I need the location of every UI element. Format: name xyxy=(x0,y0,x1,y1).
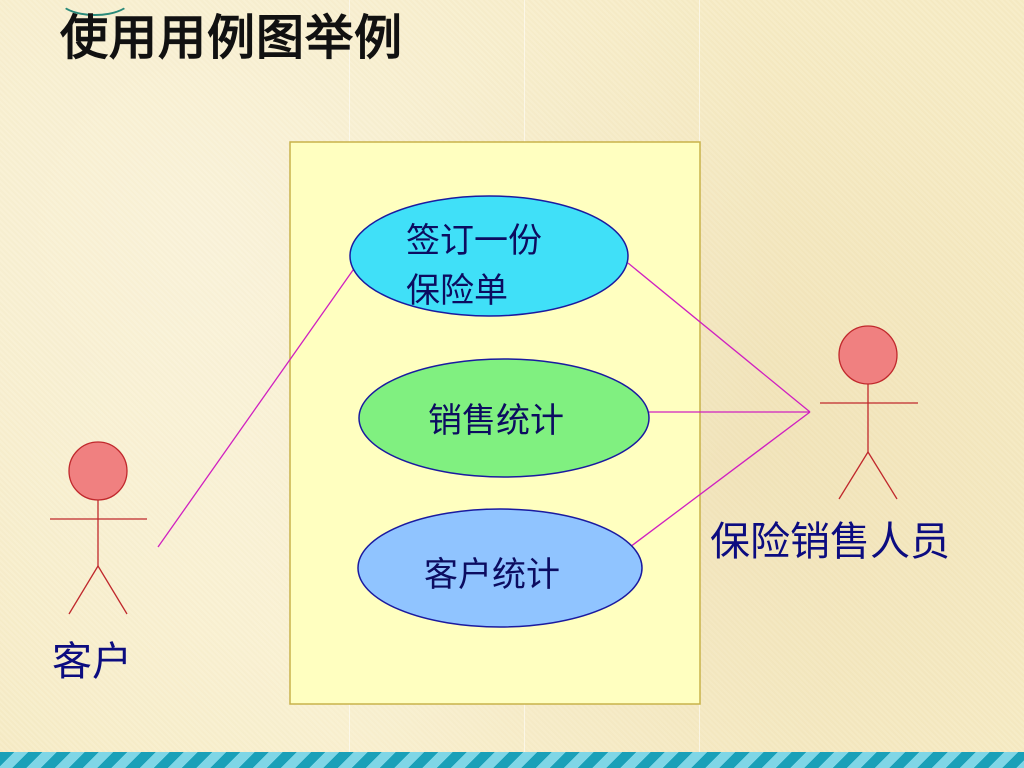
use-case-label: 销售统计 xyxy=(428,401,564,441)
association-customer-sign-policy xyxy=(157,262,359,548)
use-case-ellipse xyxy=(349,195,629,317)
use-case-ellipse xyxy=(358,358,650,478)
corner-logo xyxy=(58,0,132,16)
actor-customer[interactable] xyxy=(50,441,147,615)
use-case-ellipse xyxy=(357,508,643,628)
actor-left-leg xyxy=(838,451,869,500)
association-agent-sign-policy xyxy=(627,262,811,413)
associations xyxy=(157,262,811,548)
use-case-label: 客户统计 xyxy=(424,555,560,595)
stick-figure-icon xyxy=(838,325,898,385)
use-case-sales-stats[interactable]: 销售统计 xyxy=(358,358,650,478)
use-case-label-line2: 保险单 xyxy=(406,271,508,311)
stick-figure-icon xyxy=(68,441,128,501)
footer-band xyxy=(0,752,1024,768)
actor-left-leg xyxy=(68,565,99,615)
actor-right-leg xyxy=(867,451,898,500)
actor-agent[interactable] xyxy=(820,325,918,500)
actor-agent-name: 保险销售人员 xyxy=(710,519,950,565)
use-case-customer-stats[interactable]: 客户统计 xyxy=(357,508,643,628)
use-case-sign-policy[interactable]: 签订一份 保险单 xyxy=(349,195,629,317)
slide-title: 使用用例图举例 xyxy=(60,10,404,66)
actor-customer-name: 客户 xyxy=(52,639,132,685)
association-agent-customer-stats xyxy=(629,411,811,548)
actor-right-leg xyxy=(97,565,128,615)
use-case-label-line1: 签订一份 xyxy=(406,221,542,261)
